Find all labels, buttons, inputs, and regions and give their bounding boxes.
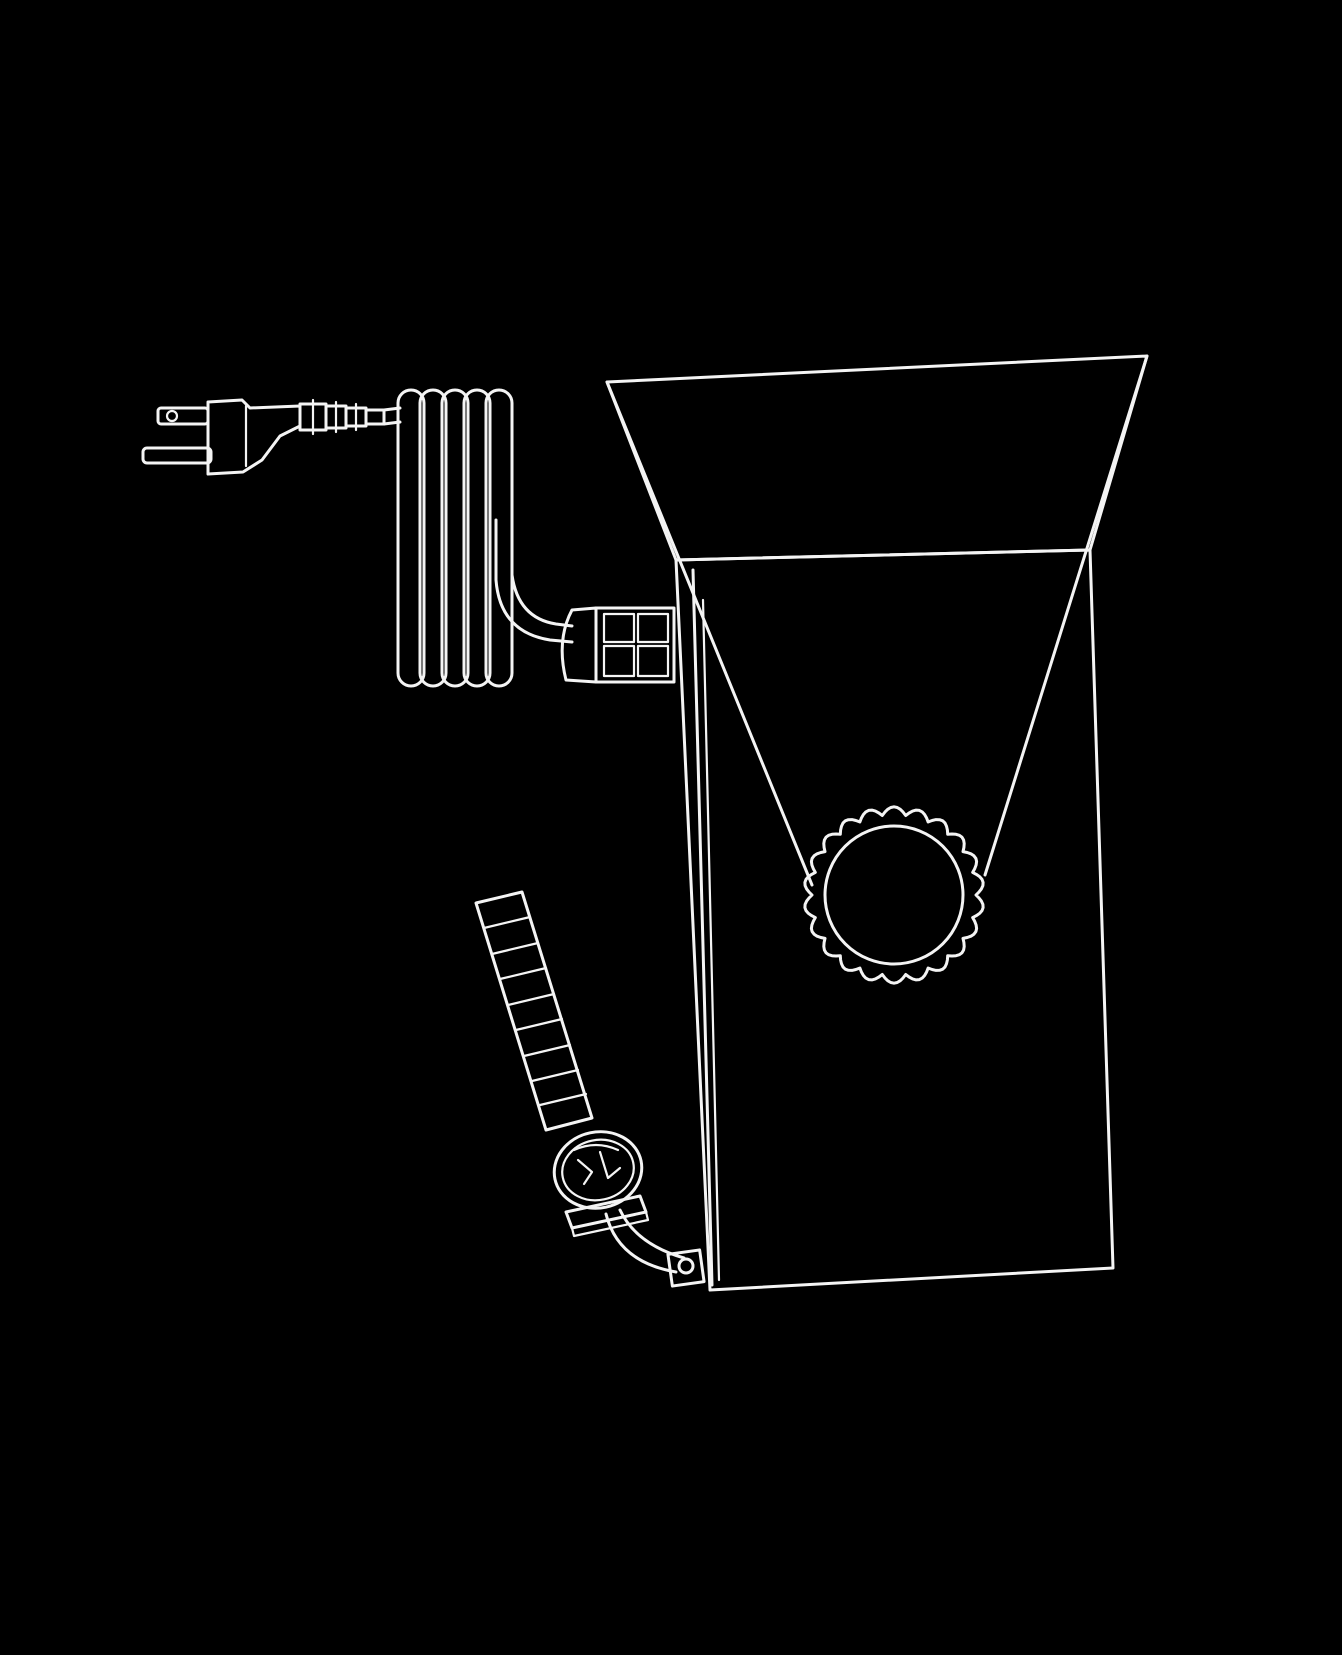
- hopper-left-wall: [605, 380, 814, 887]
- plug-body: [206, 398, 302, 476]
- outlet-inner-circle: [823, 824, 965, 966]
- lead-wire: [604, 1208, 706, 1288]
- cord-coil: [396, 388, 514, 688]
- cabinet-front-face: [674, 548, 1115, 1292]
- gear-rim-outer: [803, 805, 985, 985]
- segmented-strap: [474, 890, 594, 1132]
- plug-prongs: [141, 406, 213, 465]
- cord-connector-box: [560, 606, 676, 684]
- power-cord: [141, 388, 574, 688]
- cabinet-side-edge: [691, 568, 714, 1287]
- cabinet-body: [674, 548, 1115, 1292]
- hopper-right-wall: [983, 354, 1149, 877]
- cabinet-inner-edge: [701, 598, 721, 1282]
- cord-strain-relief: [298, 398, 386, 436]
- outlet-gear-ring: [803, 805, 985, 985]
- hopper-top-rim: [605, 354, 1149, 562]
- hopper-funnel: [605, 354, 1149, 887]
- gauge-dial: [552, 1130, 650, 1238]
